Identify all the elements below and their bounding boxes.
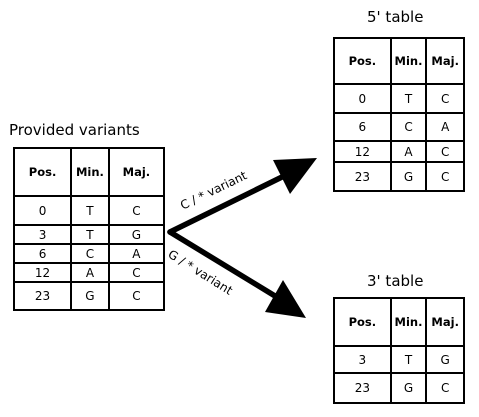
five-prime-table-title: 5' table [367, 8, 424, 26]
maj-cell: C [107, 281, 166, 311]
min-cell: G [389, 372, 428, 404]
table-header-row: Pos. Min. Maj. [12, 147, 166, 197]
maj-cell: G [425, 345, 465, 374]
maj-cell: C [425, 161, 465, 192]
five-prime-table: Pos. Min. Maj. 0 T C 6 C A 12 A C 23 G C [333, 37, 465, 192]
table-row: 3 T G [333, 345, 465, 374]
pos-cell: 12 [12, 262, 73, 283]
pos-cell: 0 [333, 83, 392, 114]
pos-cell: 23 [333, 372, 392, 404]
pos-cell: 0 [12, 195, 73, 226]
maj-cell: C [107, 262, 166, 283]
min-cell: G [389, 161, 428, 192]
pos-header: Pos. [333, 297, 392, 347]
min-cell: A [70, 262, 110, 283]
min-cell: T [389, 345, 428, 374]
pos-header: Pos. [333, 37, 392, 85]
pos-header: Pos. [12, 147, 73, 197]
maj-cell: A [107, 243, 166, 264]
maj-cell: C [425, 140, 465, 163]
min-header: Min. [389, 37, 428, 85]
min-cell: C [70, 243, 110, 264]
min-cell: T [70, 195, 110, 226]
pos-cell: 23 [12, 281, 73, 311]
table-row: 23 G C [333, 161, 465, 192]
maj-cell: C [107, 195, 166, 226]
maj-header: Maj. [107, 147, 166, 197]
three-prime-table: Pos. Min. Maj. 3 T G 23 G C [333, 297, 465, 404]
min-cell: C [389, 112, 428, 142]
pos-cell: 6 [12, 243, 73, 264]
min-cell: T [70, 224, 110, 245]
provided-variants-title: Provided variants [9, 121, 140, 139]
pos-cell: 3 [12, 224, 73, 245]
table-row: 6 C A [12, 243, 166, 264]
maj-header: Maj. [425, 37, 465, 85]
min-header: Min. [389, 297, 428, 347]
lower-arrow-head [265, 280, 306, 318]
maj-cell: C [425, 83, 465, 114]
table-row: 12 A C [333, 140, 465, 163]
maj-cell: G [107, 224, 166, 245]
upper-arrow-head [273, 158, 317, 194]
maj-cell: C [425, 372, 465, 404]
pos-cell: 23 [333, 161, 392, 192]
min-cell: A [389, 140, 428, 163]
table-row: 23 G C [12, 281, 166, 311]
min-cell: T [389, 83, 428, 114]
upper-arrow-shaft [167, 174, 285, 235]
table-row: 0 T C [12, 195, 166, 226]
maj-header: Maj. [425, 297, 465, 347]
min-cell: G [70, 281, 110, 311]
table-row: 0 T C [333, 83, 465, 114]
min-header: Min. [70, 147, 110, 197]
lower-arrow-shaft [167, 229, 278, 299]
provided-variants-table: Pos. Min. Maj. 0 T C 3 T G 6 C A 12 A C … [12, 147, 166, 311]
table-row: 23 G C [333, 372, 465, 404]
pos-cell: 6 [333, 112, 392, 142]
three-prime-table-title: 3' table [367, 272, 424, 290]
pos-cell: 12 [333, 140, 392, 163]
table-row: 6 C A [333, 112, 465, 142]
table-header-row: Pos. Min. Maj. [333, 297, 465, 347]
maj-cell: A [425, 112, 465, 142]
pos-cell: 3 [333, 345, 392, 374]
table-row: 12 A C [12, 262, 166, 283]
table-row: 3 T G [12, 224, 166, 245]
table-header-row: Pos. Min. Maj. [333, 37, 465, 85]
